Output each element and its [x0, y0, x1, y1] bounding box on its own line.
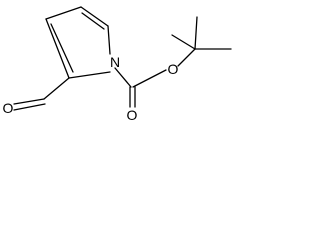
bond-cq-me-left — [171, 34, 196, 50]
bond-c4-c5-double — [81, 12, 105, 30]
bond-c2-c3-double — [50, 23, 74, 73]
atom-label-ester-oxygen: O — [168, 61, 179, 77]
bond-c4-c5 — [80, 6, 109, 27]
bond-c3-c4 — [45, 6, 82, 20]
atom-label-nitrogen: N — [110, 54, 120, 70]
bond-n-c2 — [68, 71, 111, 79]
bond-c2-cho — [43, 77, 70, 100]
bond-c5-n — [107, 25, 111, 55]
bond-n-carbonyl — [114, 67, 132, 88]
bond-carbonyl-ester-o — [132, 69, 167, 88]
molecule-structure: N O O O — [3, 6, 232, 123]
bond-c2-c3 — [45, 18, 70, 79]
bond-cq-me-top — [194, 16, 198, 50]
aldehyde-group — [13, 77, 70, 111]
atom-label-aldehyde-oxygen: O — [3, 100, 14, 116]
pyrrole-ring — [45, 6, 111, 79]
atom-label-carbonyl-oxygen: O — [127, 107, 138, 123]
bond-ester-o-cq — [177, 48, 196, 67]
boc-group — [114, 16, 232, 108]
bond-cho-o-double — [13, 103, 46, 111]
bond-cho-o — [13, 98, 45, 105]
